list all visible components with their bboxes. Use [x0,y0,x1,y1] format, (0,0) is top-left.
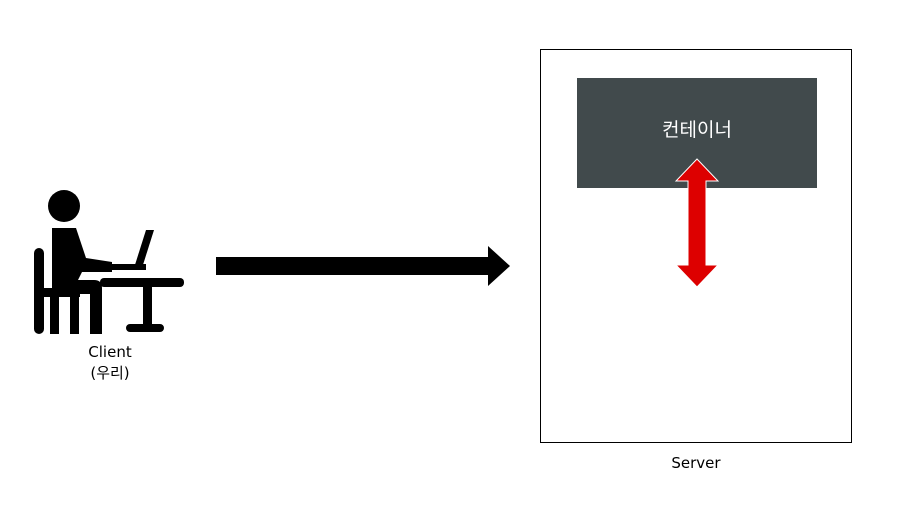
arrow-right-icon [216,246,510,286]
server-label: Server [671,454,721,472]
client-label-line2: (우리) [90,364,130,382]
client-label: Client (우리) [60,342,160,384]
client-label-line1: Client [88,343,132,361]
container-label: 컨테이너 [662,119,732,141]
double-arrow-vertical-icon [674,158,720,288]
person-at-laptop-icon [34,190,184,334]
